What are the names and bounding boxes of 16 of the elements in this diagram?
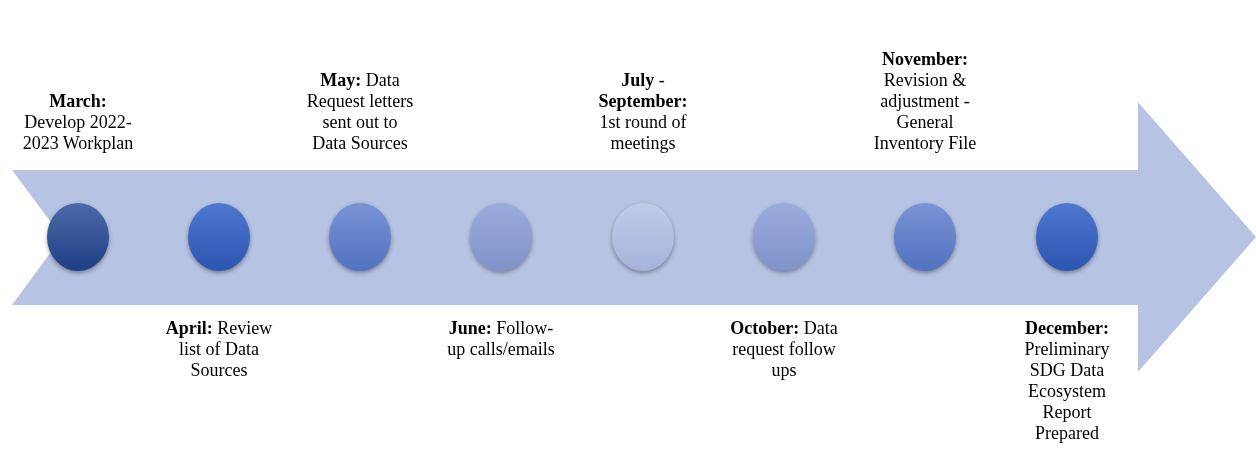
milestone-label: October: Data request follow ups	[729, 318, 839, 381]
milestone-label: May: Data Request letters sent out to Data Sources	[305, 70, 415, 154]
milestone-circle	[893, 202, 957, 272]
milestone-circle	[611, 202, 675, 272]
milestone-circle	[752, 202, 816, 272]
milestone-circle	[187, 202, 251, 272]
milestone-circle	[1035, 202, 1099, 272]
milestone-label: March: Develop 2022- 2023 Workplan	[22, 91, 134, 154]
milestone-circle	[469, 202, 533, 272]
milestone-label: April: Review list of Data Sources	[164, 318, 274, 381]
milestone-label: July - September: 1st round of meetings	[597, 70, 689, 154]
milestone-circle	[46, 202, 110, 272]
milestone-label: November: Revision & adjustment - General Inventory File	[872, 49, 978, 154]
milestone-label: December: Preliminary SDG Data Ecosystem Report Prepared	[1023, 318, 1111, 444]
milestone-label: June: Follow-up calls/emails	[446, 318, 556, 360]
milestone-circle	[328, 202, 392, 272]
